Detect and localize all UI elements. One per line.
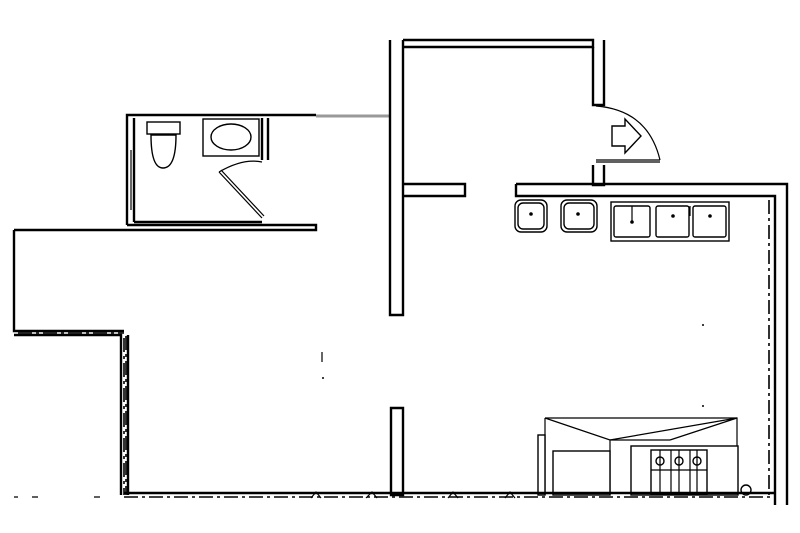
entry-jamb	[591, 165, 606, 187]
annotation-dot	[702, 324, 704, 326]
bathroom-partition	[260, 118, 270, 160]
kitchen	[514, 182, 789, 505]
left-lower-wall	[14, 333, 123, 495]
arrow-right-icon	[611, 117, 642, 155]
bath-sink-icon	[202, 118, 260, 157]
corridor	[12, 230, 130, 495]
bathroom-outer-wall	[14, 113, 318, 232]
range-hood-icon	[537, 417, 739, 496]
entry-door[interactable]	[591, 105, 661, 187]
burner-grid-icon	[650, 449, 708, 495]
office-lower-wall	[403, 182, 467, 198]
toilet-icon	[146, 121, 181, 169]
bathroom-door[interactable]	[218, 160, 265, 219]
annotation-dot	[702, 405, 704, 407]
bottom-wall	[14, 491, 775, 499]
round-sink-icon	[514, 199, 548, 233]
round-sink-icon	[560, 199, 598, 233]
office-right-wall	[591, 40, 606, 107]
annotation-dot	[322, 377, 324, 379]
left-exterior-line	[18, 332, 125, 495]
left-wall	[12, 230, 124, 333]
central-stub	[389, 406, 405, 497]
office-top-wall	[403, 38, 595, 49]
central-wall	[388, 40, 405, 317]
window-tick	[310, 491, 516, 499]
kitchen-top-wall	[514, 182, 789, 505]
bathroom	[14, 113, 390, 232]
office	[388, 38, 606, 497]
triple-sink-icon	[610, 201, 730, 242]
